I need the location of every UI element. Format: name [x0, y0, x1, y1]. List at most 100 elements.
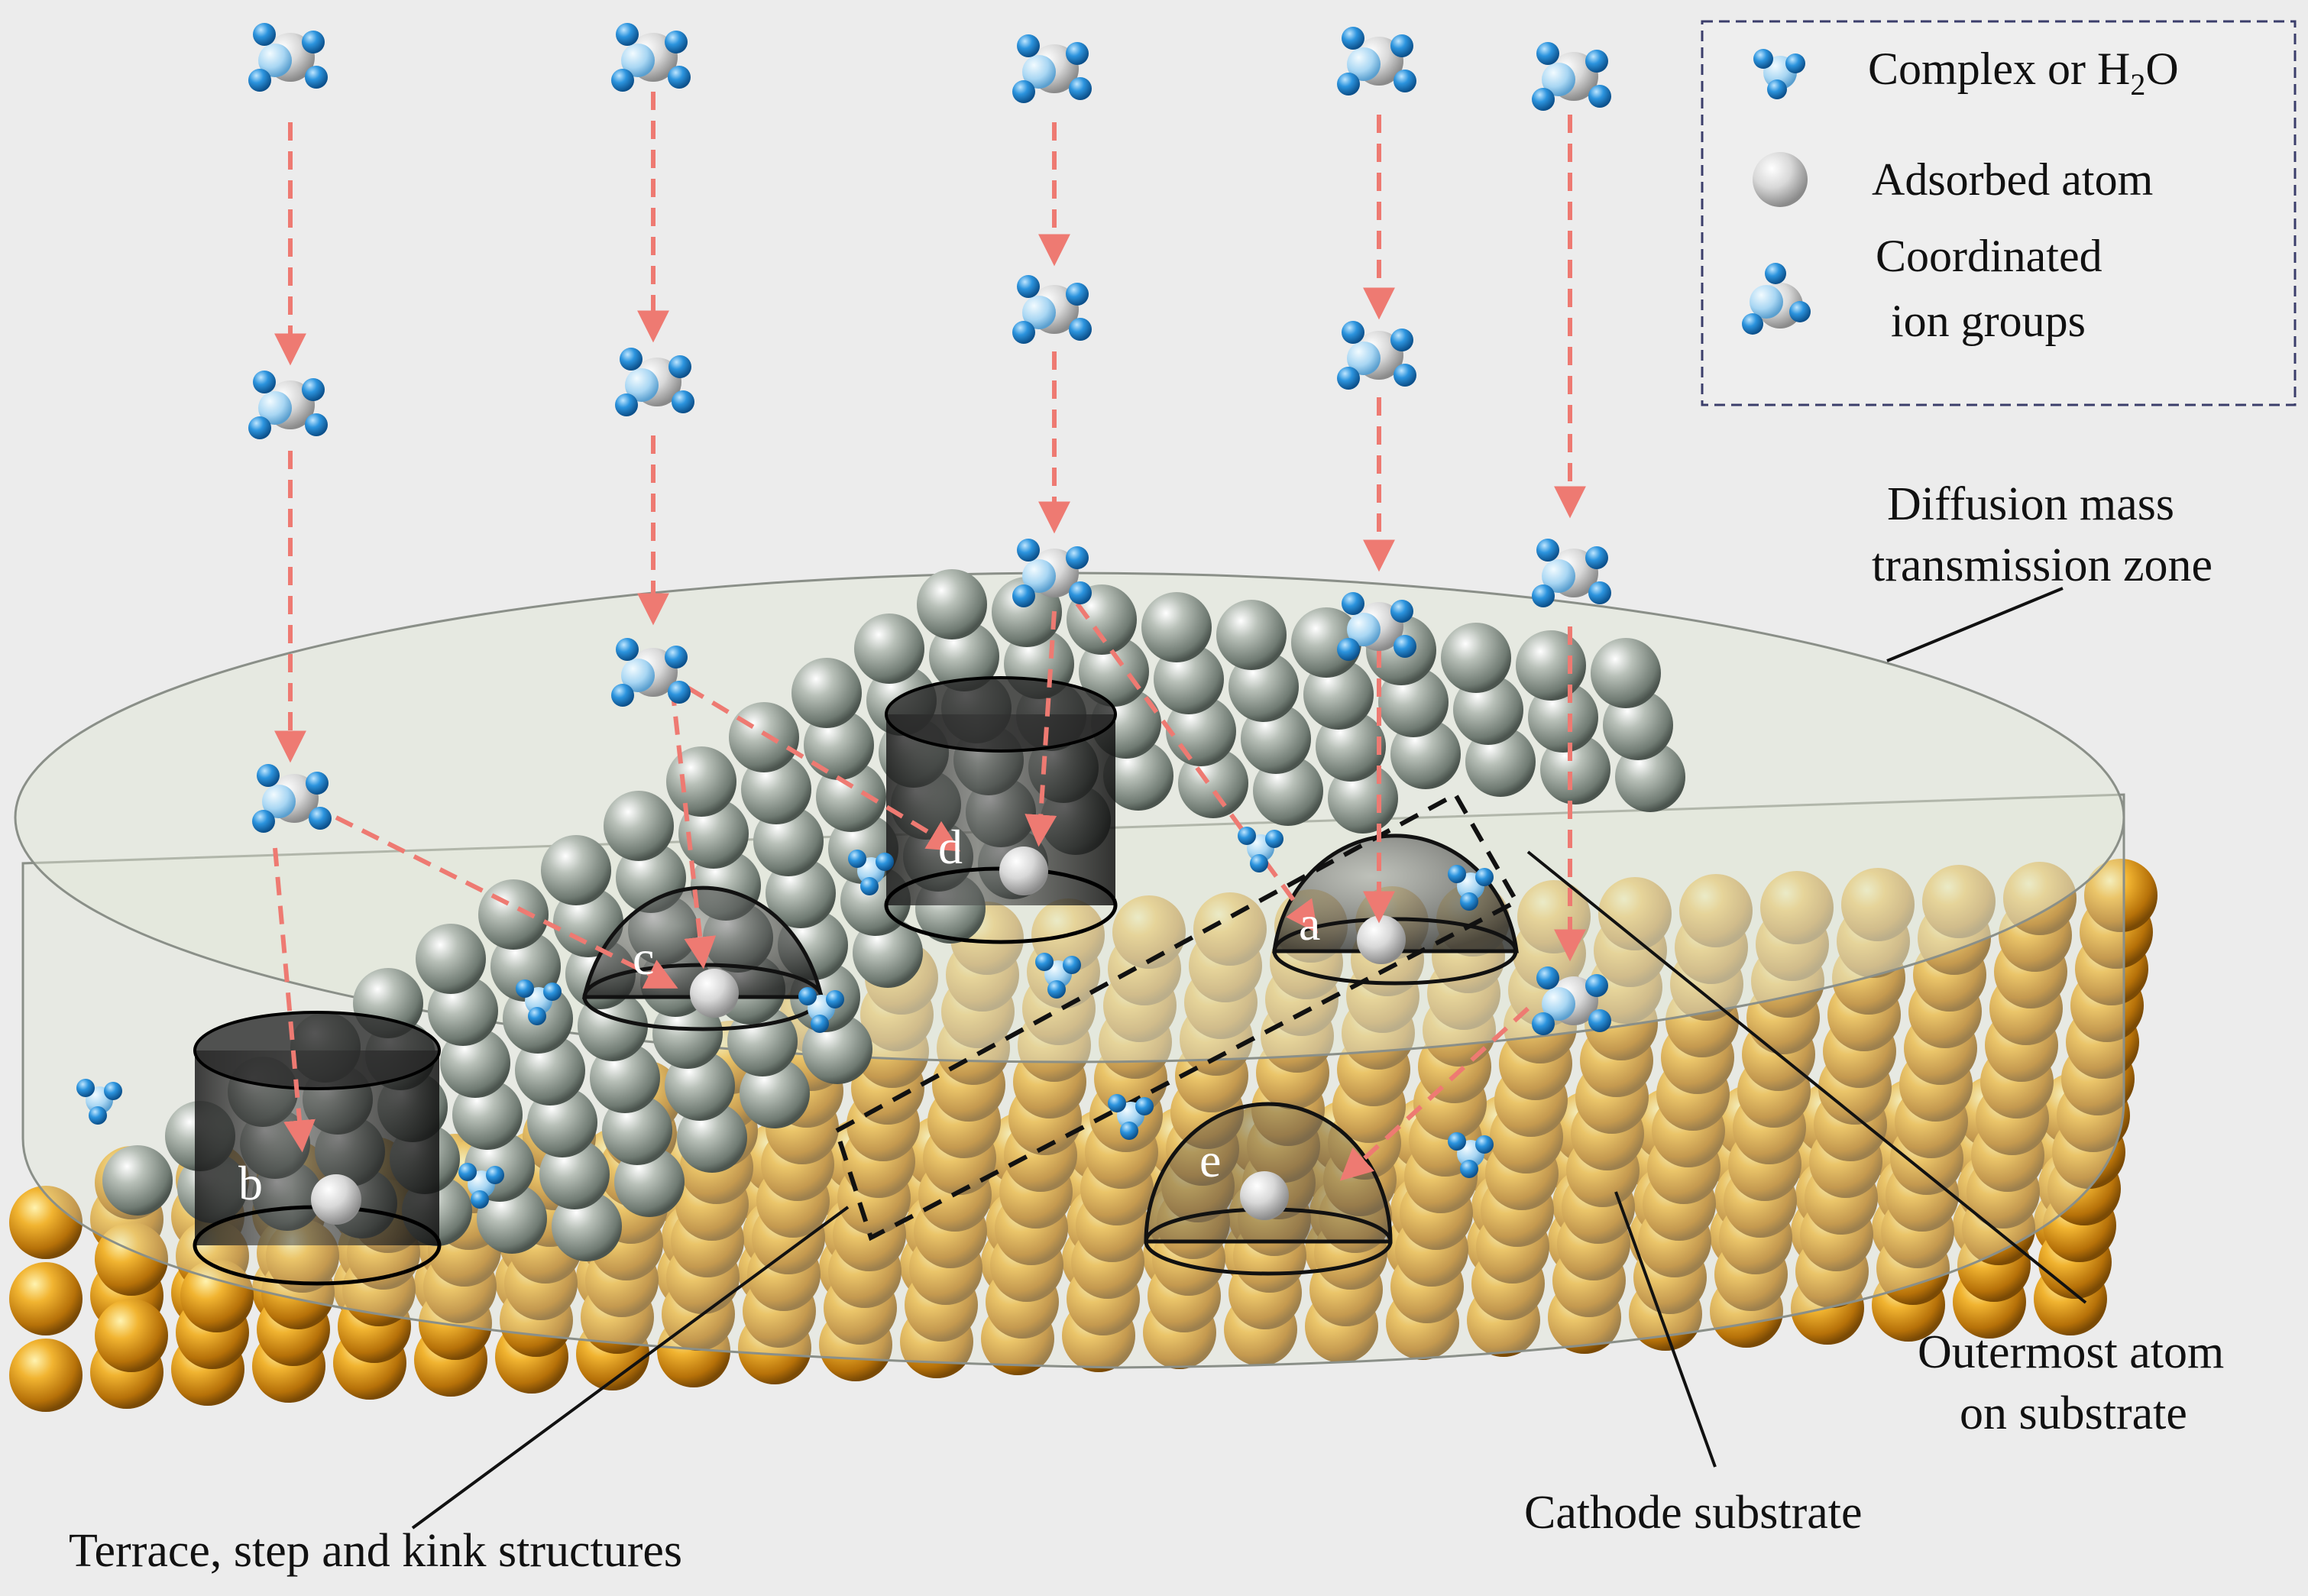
ion-atom	[615, 393, 638, 416]
ion-ligand	[625, 368, 659, 402]
complex-atom	[458, 1163, 477, 1181]
ion-atom	[248, 416, 271, 439]
ion-ligand	[1022, 559, 1056, 593]
ion-atom	[1017, 539, 1040, 562]
silver-atom	[666, 746, 736, 817]
complex-atom	[1047, 980, 1066, 999]
site-label-d: d	[938, 820, 963, 874]
silver-atom	[1516, 630, 1586, 701]
ion-group-icon	[1012, 275, 1092, 344]
h2o-complex-icon	[1448, 865, 1494, 911]
ion-ligand	[1347, 342, 1381, 375]
ion-atom	[668, 355, 691, 378]
ion-atom	[1585, 546, 1608, 569]
ion-atom	[1532, 584, 1555, 607]
ion-ligand	[1022, 55, 1056, 89]
silver-atom	[854, 613, 924, 684]
complex-atom	[1448, 865, 1466, 883]
complex-atom	[1238, 827, 1256, 845]
ion-ligand	[258, 391, 292, 425]
h2o-complex-icon	[1448, 1132, 1494, 1178]
ion-ligand	[1542, 63, 1575, 96]
ion-atom	[611, 684, 634, 707]
ion-atom	[1342, 27, 1364, 50]
ion-atom	[1532, 1012, 1555, 1035]
ion-group-icon	[252, 764, 332, 833]
ion-atom	[668, 66, 691, 89]
ion-atom	[302, 31, 325, 53]
silver-atom	[478, 879, 549, 950]
arrow	[1339, 1006, 1530, 1181]
gold-atom	[9, 1262, 83, 1335]
ion-atom	[1390, 600, 1413, 623]
ion-group-icon	[248, 23, 328, 92]
silver-atom	[1441, 623, 1511, 693]
gold-atom	[1112, 895, 1186, 969]
legend-adsorbed-label: Adsorbed atom	[1872, 154, 2153, 205]
gold-atom	[1841, 868, 1915, 941]
complex-atom	[1250, 854, 1268, 872]
ion-atom	[1337, 73, 1360, 96]
site-label-b: b	[238, 1156, 263, 1210]
complex-atom	[1108, 1094, 1126, 1112]
legend: Complex or H2O Adsorbed atom Coordinated…	[1701, 20, 2297, 406]
site-d-cylinder	[884, 676, 1118, 944]
complex-atom	[798, 987, 817, 1005]
complex-atom	[486, 1166, 504, 1184]
silver-atom	[102, 1145, 173, 1216]
ion-atom	[1069, 77, 1092, 100]
legend-adsorbed-icon	[1753, 152, 1808, 207]
ion-group-icon	[615, 348, 694, 416]
ion-atom	[1588, 1009, 1611, 1032]
ion-atom	[253, 23, 276, 46]
ion-atom	[1342, 592, 1364, 615]
complex-atom	[89, 1106, 107, 1125]
ion-atom	[672, 390, 694, 413]
ion-ligand	[621, 44, 655, 77]
ion-atom	[1588, 85, 1611, 108]
h2o-complex-icon	[798, 987, 844, 1033]
complex-atom	[104, 1082, 122, 1100]
coordinated-ion-groups	[76, 23, 1611, 1209]
complex-atom	[860, 877, 879, 895]
gold-atom	[1922, 865, 1996, 938]
complex-atom	[1135, 1097, 1154, 1115]
legend-complex-label: Complex or H2O	[1868, 44, 2179, 102]
ion-atom	[1390, 34, 1413, 57]
ion-atom	[1066, 42, 1089, 65]
ion-atom	[1342, 321, 1364, 344]
ion-atom	[305, 413, 328, 436]
silver-atom	[604, 791, 674, 861]
legend-coordinated-line1: Coordinated	[1876, 231, 2102, 281]
gold-atom	[2003, 862, 2077, 935]
complex-atom	[1035, 953, 1054, 971]
ion-ligand	[1347, 613, 1381, 646]
h2o-complex-icon	[1238, 827, 1283, 872]
ion-atom	[1069, 318, 1092, 341]
ion-group-icon	[1337, 592, 1416, 661]
arrow	[335, 815, 678, 989]
ion-atom	[616, 638, 639, 661]
ion-group-icon	[611, 23, 691, 92]
site-label-e: e	[1199, 1133, 1221, 1187]
ion-atom	[257, 764, 280, 787]
silver-atom	[1591, 638, 1661, 708]
arrow	[1025, 610, 1057, 847]
complex-atom	[1475, 1135, 1494, 1154]
silver-atom	[1141, 592, 1212, 662]
gold-atom	[2084, 859, 2157, 932]
complex-atom	[848, 850, 866, 868]
site-e-dome	[1144, 1102, 1393, 1276]
ion-atom	[1337, 638, 1360, 661]
transport-arrows	[273, 92, 1586, 1181]
ion-atom	[252, 810, 275, 833]
cathode-substrate-label: Cathode substrate	[1524, 1487, 1863, 1539]
ion-group-icon	[1532, 42, 1611, 111]
h2o-complex-icon	[1035, 953, 1081, 999]
complex-atom	[471, 1190, 489, 1209]
ion-atom	[668, 681, 691, 704]
ion-atom	[665, 646, 688, 669]
ion-atom	[1532, 88, 1555, 111]
ion-atom	[1012, 584, 1035, 607]
